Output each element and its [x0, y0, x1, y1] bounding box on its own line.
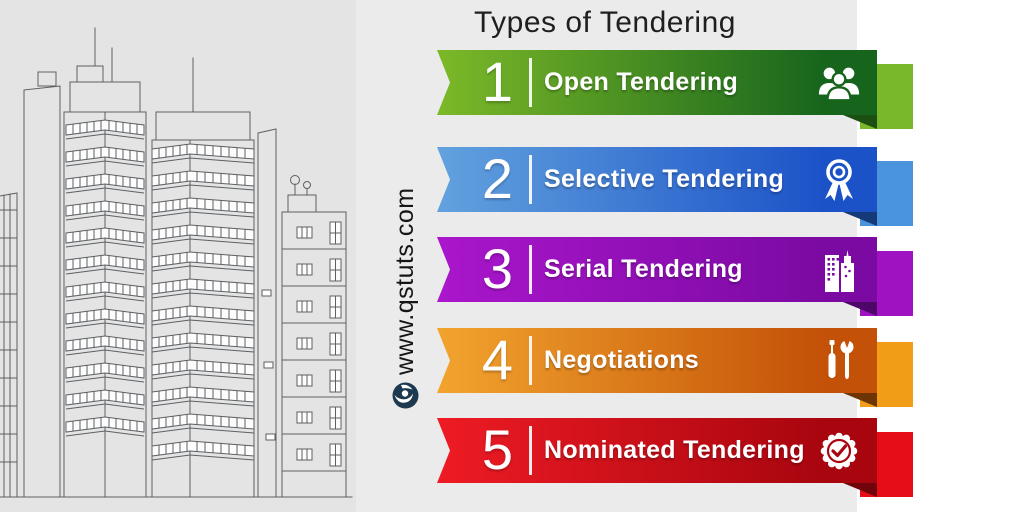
swirl-logo-icon — [392, 382, 418, 409]
banner-divider — [529, 245, 532, 294]
watermark: www.qstuts.com — [390, 143, 420, 409]
banner-number: 3 — [481, 237, 514, 300]
banner-label: Serial Tendering — [544, 255, 743, 283]
banner-label: Negotiations — [544, 346, 699, 374]
users-group-icon — [816, 50, 862, 115]
banner-number: 5 — [481, 418, 514, 481]
banner-open-tendering: 1 Open Tendering — [0, 50, 1024, 130]
ribbon-banner — [437, 328, 877, 393]
ribbon-banner — [437, 418, 877, 483]
buildings-icon — [816, 237, 862, 302]
banner-label: Selective Tendering — [544, 165, 785, 193]
banner-number: 2 — [481, 147, 514, 210]
city-line-drawing — [0, 27, 353, 498]
banner-serial-tendering: 3 Serial Tendering — [0, 237, 1024, 317]
ribbon-banner — [437, 237, 877, 302]
verified-check-icon — [816, 418, 862, 483]
page-title: Types of Tendering — [474, 6, 736, 39]
award-ribbon-icon — [816, 147, 862, 212]
banner-number: 4 — [481, 328, 514, 391]
banner-number: 1 — [481, 50, 514, 113]
banner-label: Open Tendering — [544, 68, 739, 96]
tools-icon — [816, 328, 862, 393]
ribbon-banner — [437, 50, 877, 115]
banner-label: Nominated Tendering — [544, 436, 805, 464]
banner-divider — [529, 155, 532, 204]
banner-divider — [529, 336, 532, 385]
banner-negotiations: 4 Negotiations — [0, 328, 1024, 408]
banner-divider — [529, 426, 532, 475]
ribbon-banner — [437, 147, 877, 212]
banner-nominated-tendering: 5 Nominated Tendering — [0, 418, 1024, 498]
banner-divider — [529, 58, 532, 107]
banner-selective-tendering: 2 Selective Tendering — [0, 147, 1024, 227]
